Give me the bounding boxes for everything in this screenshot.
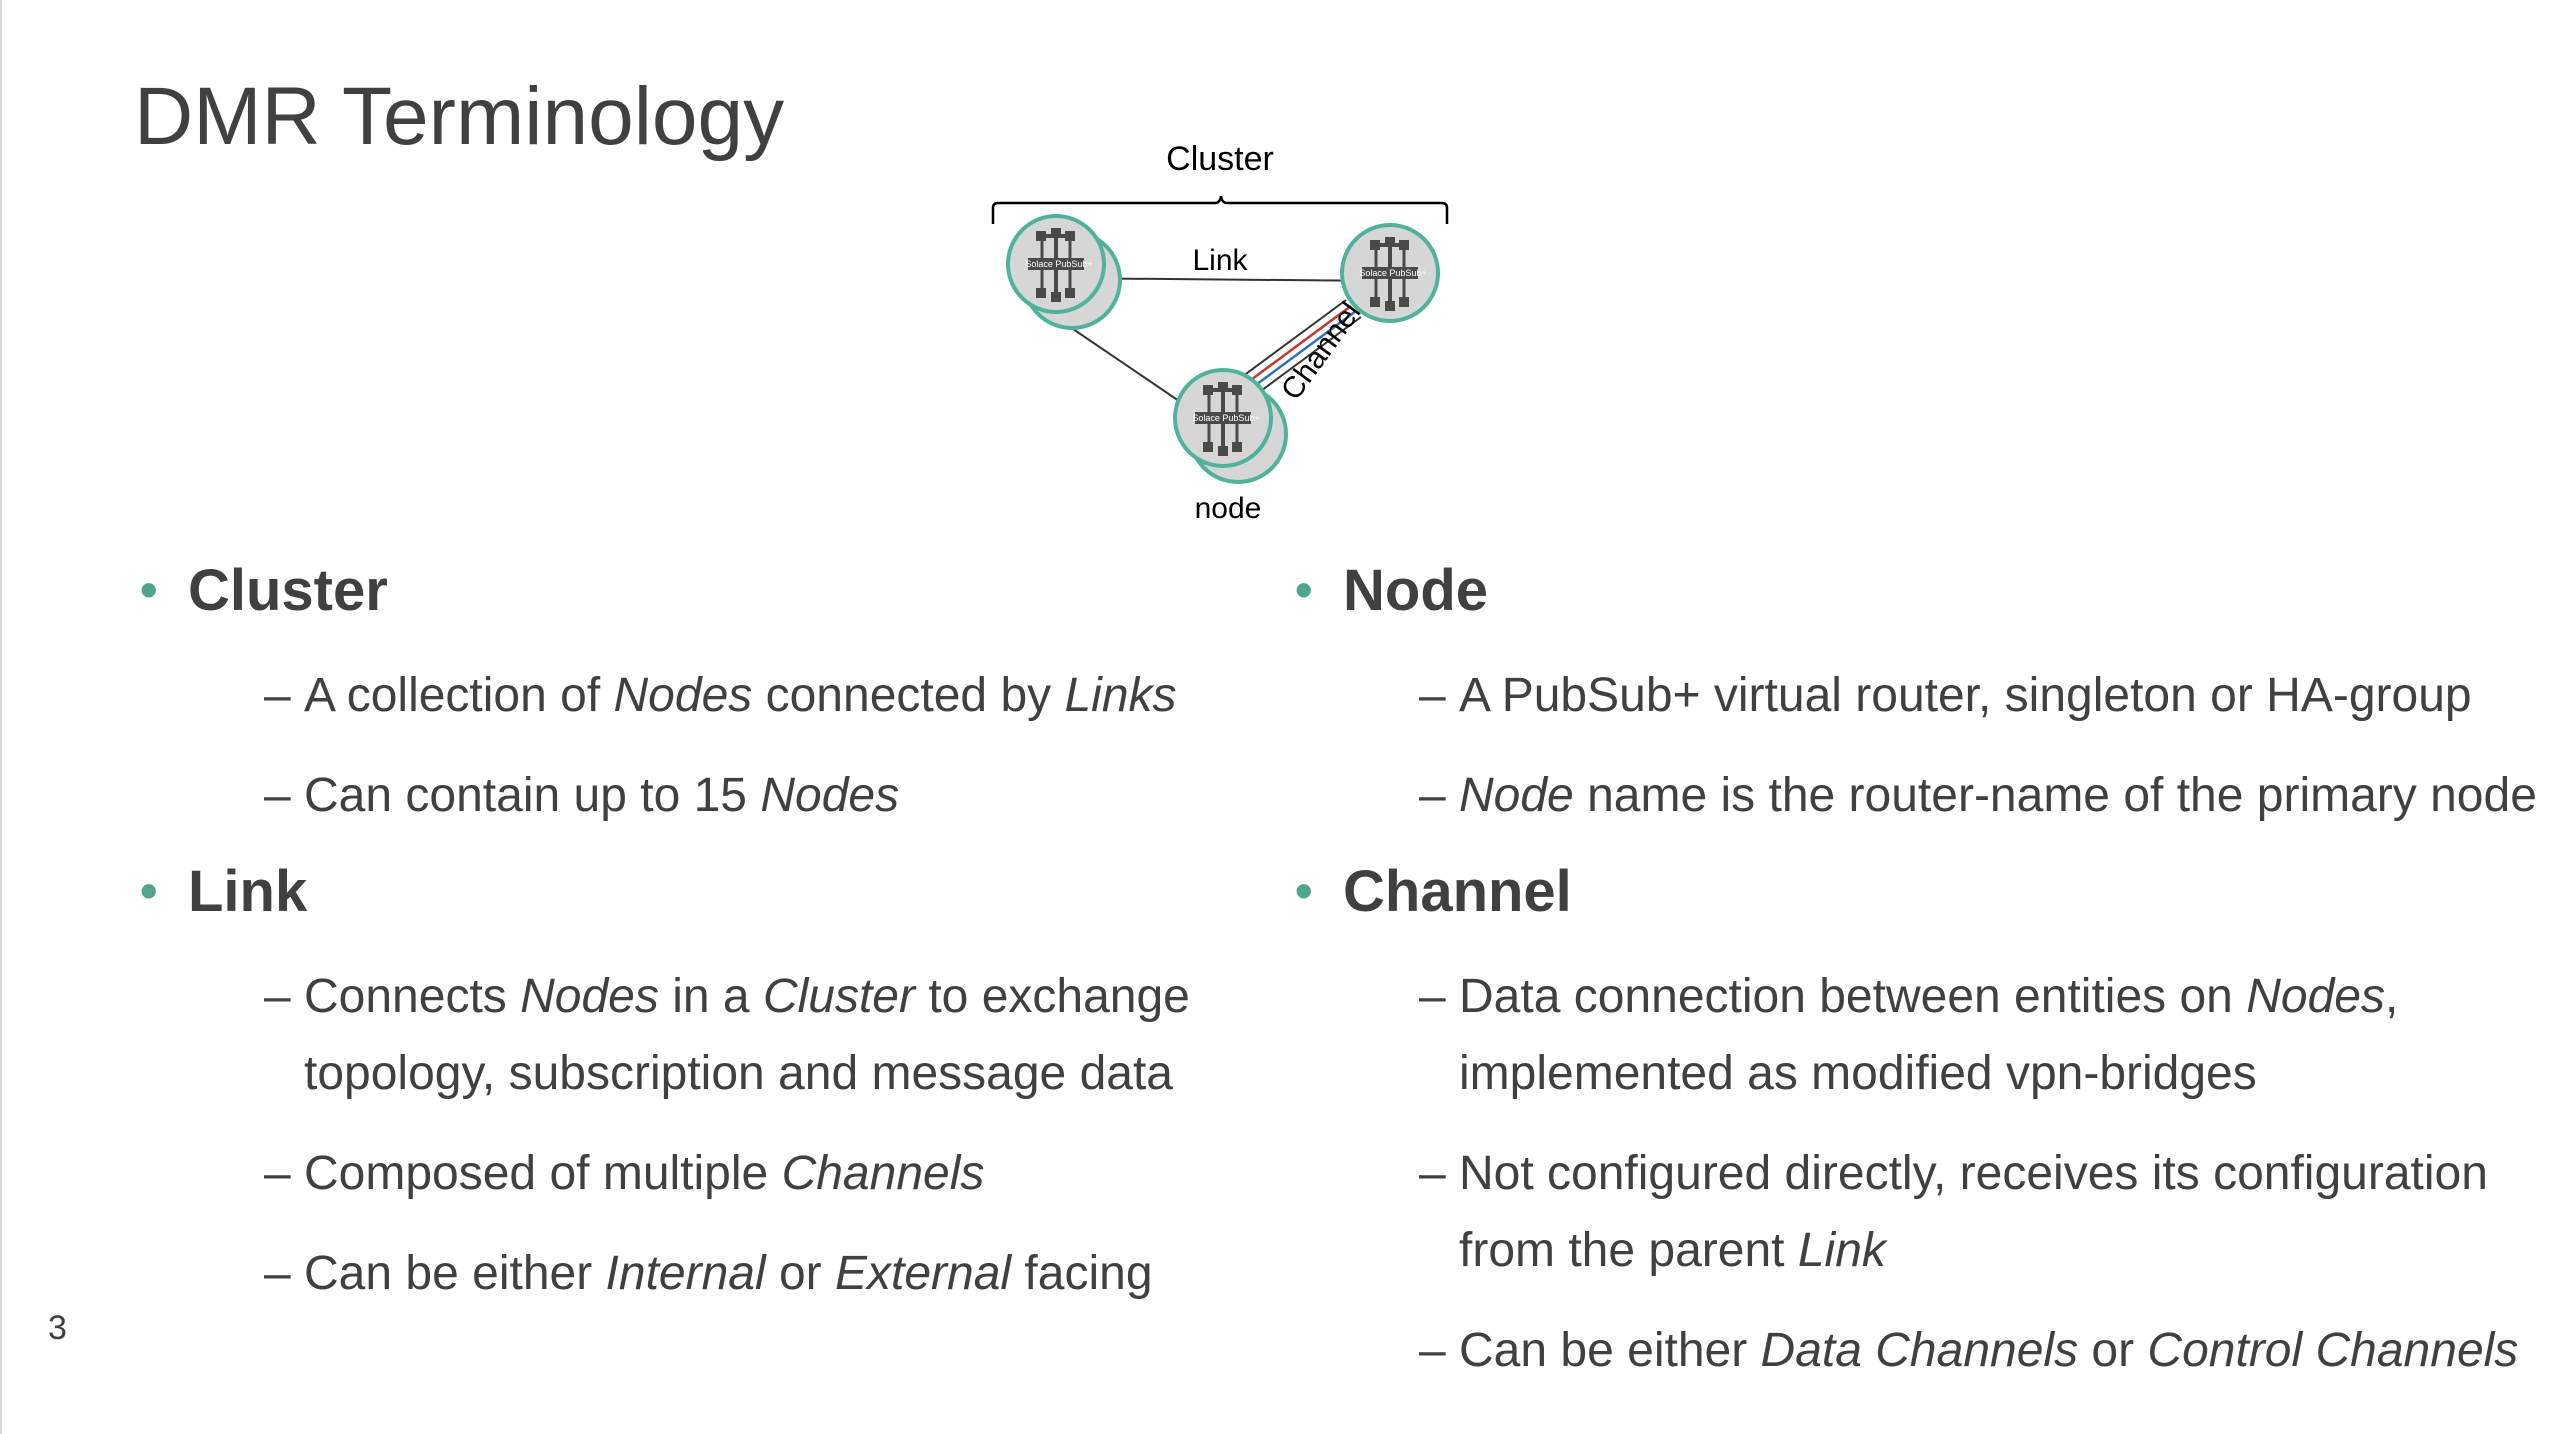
channel-item-3: – Can be either Data Channels or Control… <box>1419 1312 2545 1389</box>
node-heading-text: Node <box>1343 558 1488 623</box>
router-icon <box>1362 237 1418 311</box>
bullet-icon: • <box>140 562 158 618</box>
node-top-right: Solace PubSub+ <box>1340 223 1440 323</box>
cluster-brace <box>991 195 1449 224</box>
router-icon <box>1195 382 1251 456</box>
router-brand: Solace PubSub+ <box>1025 259 1092 269</box>
link-section: • Link – Connects Nodes in a Cluster to … <box>140 856 1240 1312</box>
dash-icon: – <box>264 1247 291 1300</box>
router-brand: Solace PubSub+ <box>1359 268 1426 278</box>
node-bottom: Solace PubSub+ <box>1173 368 1288 484</box>
dash-icon: – <box>1419 769 1446 822</box>
cluster-item-2: – Can contain up to 15 Nodes <box>264 757 1240 834</box>
right-column: • Node – A PubSub+ virtual router, singl… <box>1295 555 2545 1389</box>
router-icon <box>1028 228 1084 302</box>
dash-icon: – <box>1419 970 1446 1023</box>
dash-icon: – <box>1419 669 1446 722</box>
slide-title: DMR Terminology <box>134 71 785 162</box>
node-item-2: – Node name is the router-name of the pr… <box>1419 757 2545 834</box>
cluster-item-1: – A collection of Nodes connected by Lin… <box>264 657 1240 734</box>
cluster-heading: • Cluster <box>140 555 1240 627</box>
cluster-heading-text: Cluster <box>188 558 388 623</box>
channel-item-2: – Not configured directly, receives its … <box>1419 1135 2545 1289</box>
channel-heading-text: Channel <box>1343 859 1572 924</box>
bullet-icon: • <box>140 863 158 919</box>
link-item-1: – Connects Nodes in a Cluster to exchang… <box>264 958 1240 1112</box>
slide-number: 3 <box>48 1309 67 1347</box>
dash-icon: – <box>264 669 291 722</box>
node-section: • Node – A PubSub+ virtual router, singl… <box>1295 555 2545 834</box>
dash-icon: – <box>264 769 291 822</box>
dash-icon: – <box>264 970 291 1023</box>
link-item-3: – Can be either Internal or External fac… <box>264 1235 1240 1312</box>
dash-icon: – <box>1419 1147 1446 1200</box>
channel-section: • Channel – Data connection between enti… <box>1295 856 2545 1389</box>
router-brand: Solace PubSub+ <box>1192 413 1259 423</box>
cluster-section: • Cluster – A collection of Nodes connec… <box>140 555 1240 834</box>
dash-icon: – <box>264 1147 291 1200</box>
dash-icon: – <box>1419 1324 1446 1377</box>
link-label: Link <box>1192 244 1248 277</box>
link-heading: • Link <box>140 856 1240 928</box>
dmr-cluster-diagram: Cluster Link Channels <box>970 130 1470 530</box>
channel-heading: • Channel <box>1295 856 2545 928</box>
left-column: • Cluster – A collection of Nodes connec… <box>140 555 1240 1312</box>
cluster-diagram-svg: Cluster Link Channels <box>991 140 1449 525</box>
bullet-icon: • <box>1295 562 1313 618</box>
node-label: node <box>1195 492 1262 525</box>
link-heading-text: Link <box>188 859 308 924</box>
cluster-label: Cluster <box>1166 140 1274 178</box>
bullet-icon: • <box>1295 863 1313 919</box>
link-item-2: – Composed of multiple Channels <box>264 1135 1240 1212</box>
node-heading: • Node <box>1295 555 2545 627</box>
slide-left-edge <box>0 0 2 1434</box>
node-item-1: – A PubSub+ virtual router, singleton or… <box>1419 657 2545 734</box>
node-top-left: Solace PubSub+ <box>1006 214 1122 330</box>
channel-item-1: – Data connection between entities on No… <box>1419 958 2545 1112</box>
